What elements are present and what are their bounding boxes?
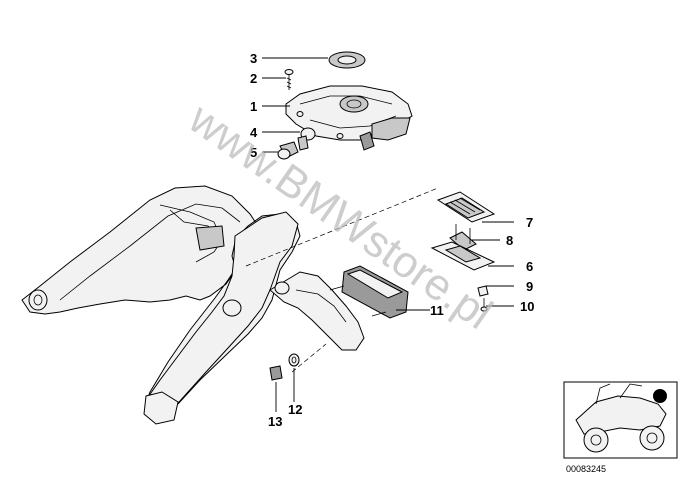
callout-10: 10 bbox=[520, 299, 534, 314]
screw-2 bbox=[284, 69, 294, 90]
callout-labels: 3 2 1 4 5 7 8 6 9 10 11 12 13 bbox=[250, 51, 534, 429]
leader-lines bbox=[262, 57, 514, 412]
callout-13: 13 bbox=[268, 414, 282, 429]
callout-6: 6 bbox=[526, 259, 533, 274]
bulb-4 bbox=[297, 127, 316, 151]
callout-12: 12 bbox=[288, 402, 302, 417]
reference-number: 00083245 bbox=[566, 464, 606, 474]
callout-8: 8 bbox=[506, 233, 513, 248]
callout-5: 5 bbox=[250, 145, 257, 160]
callout-1: 1 bbox=[250, 99, 257, 114]
license-plate-light bbox=[245, 187, 496, 312]
callout-3: 3 bbox=[250, 51, 257, 66]
nut-13 bbox=[269, 365, 283, 381]
callout-7: 7 bbox=[526, 215, 533, 230]
callout-4: 4 bbox=[250, 125, 258, 140]
motorcycle-thumbnail: 00083245 bbox=[563, 381, 678, 474]
reflector-11 bbox=[329, 265, 409, 319]
nut-12 bbox=[288, 353, 300, 367]
rear-frame bbox=[21, 185, 365, 425]
callout-9: 9 bbox=[526, 279, 533, 294]
gasket-ring bbox=[328, 51, 366, 69]
socket-5 bbox=[277, 141, 299, 160]
tail-light-housing bbox=[285, 85, 413, 151]
callout-2: 2 bbox=[250, 71, 257, 86]
callout-11: 11 bbox=[430, 303, 444, 318]
